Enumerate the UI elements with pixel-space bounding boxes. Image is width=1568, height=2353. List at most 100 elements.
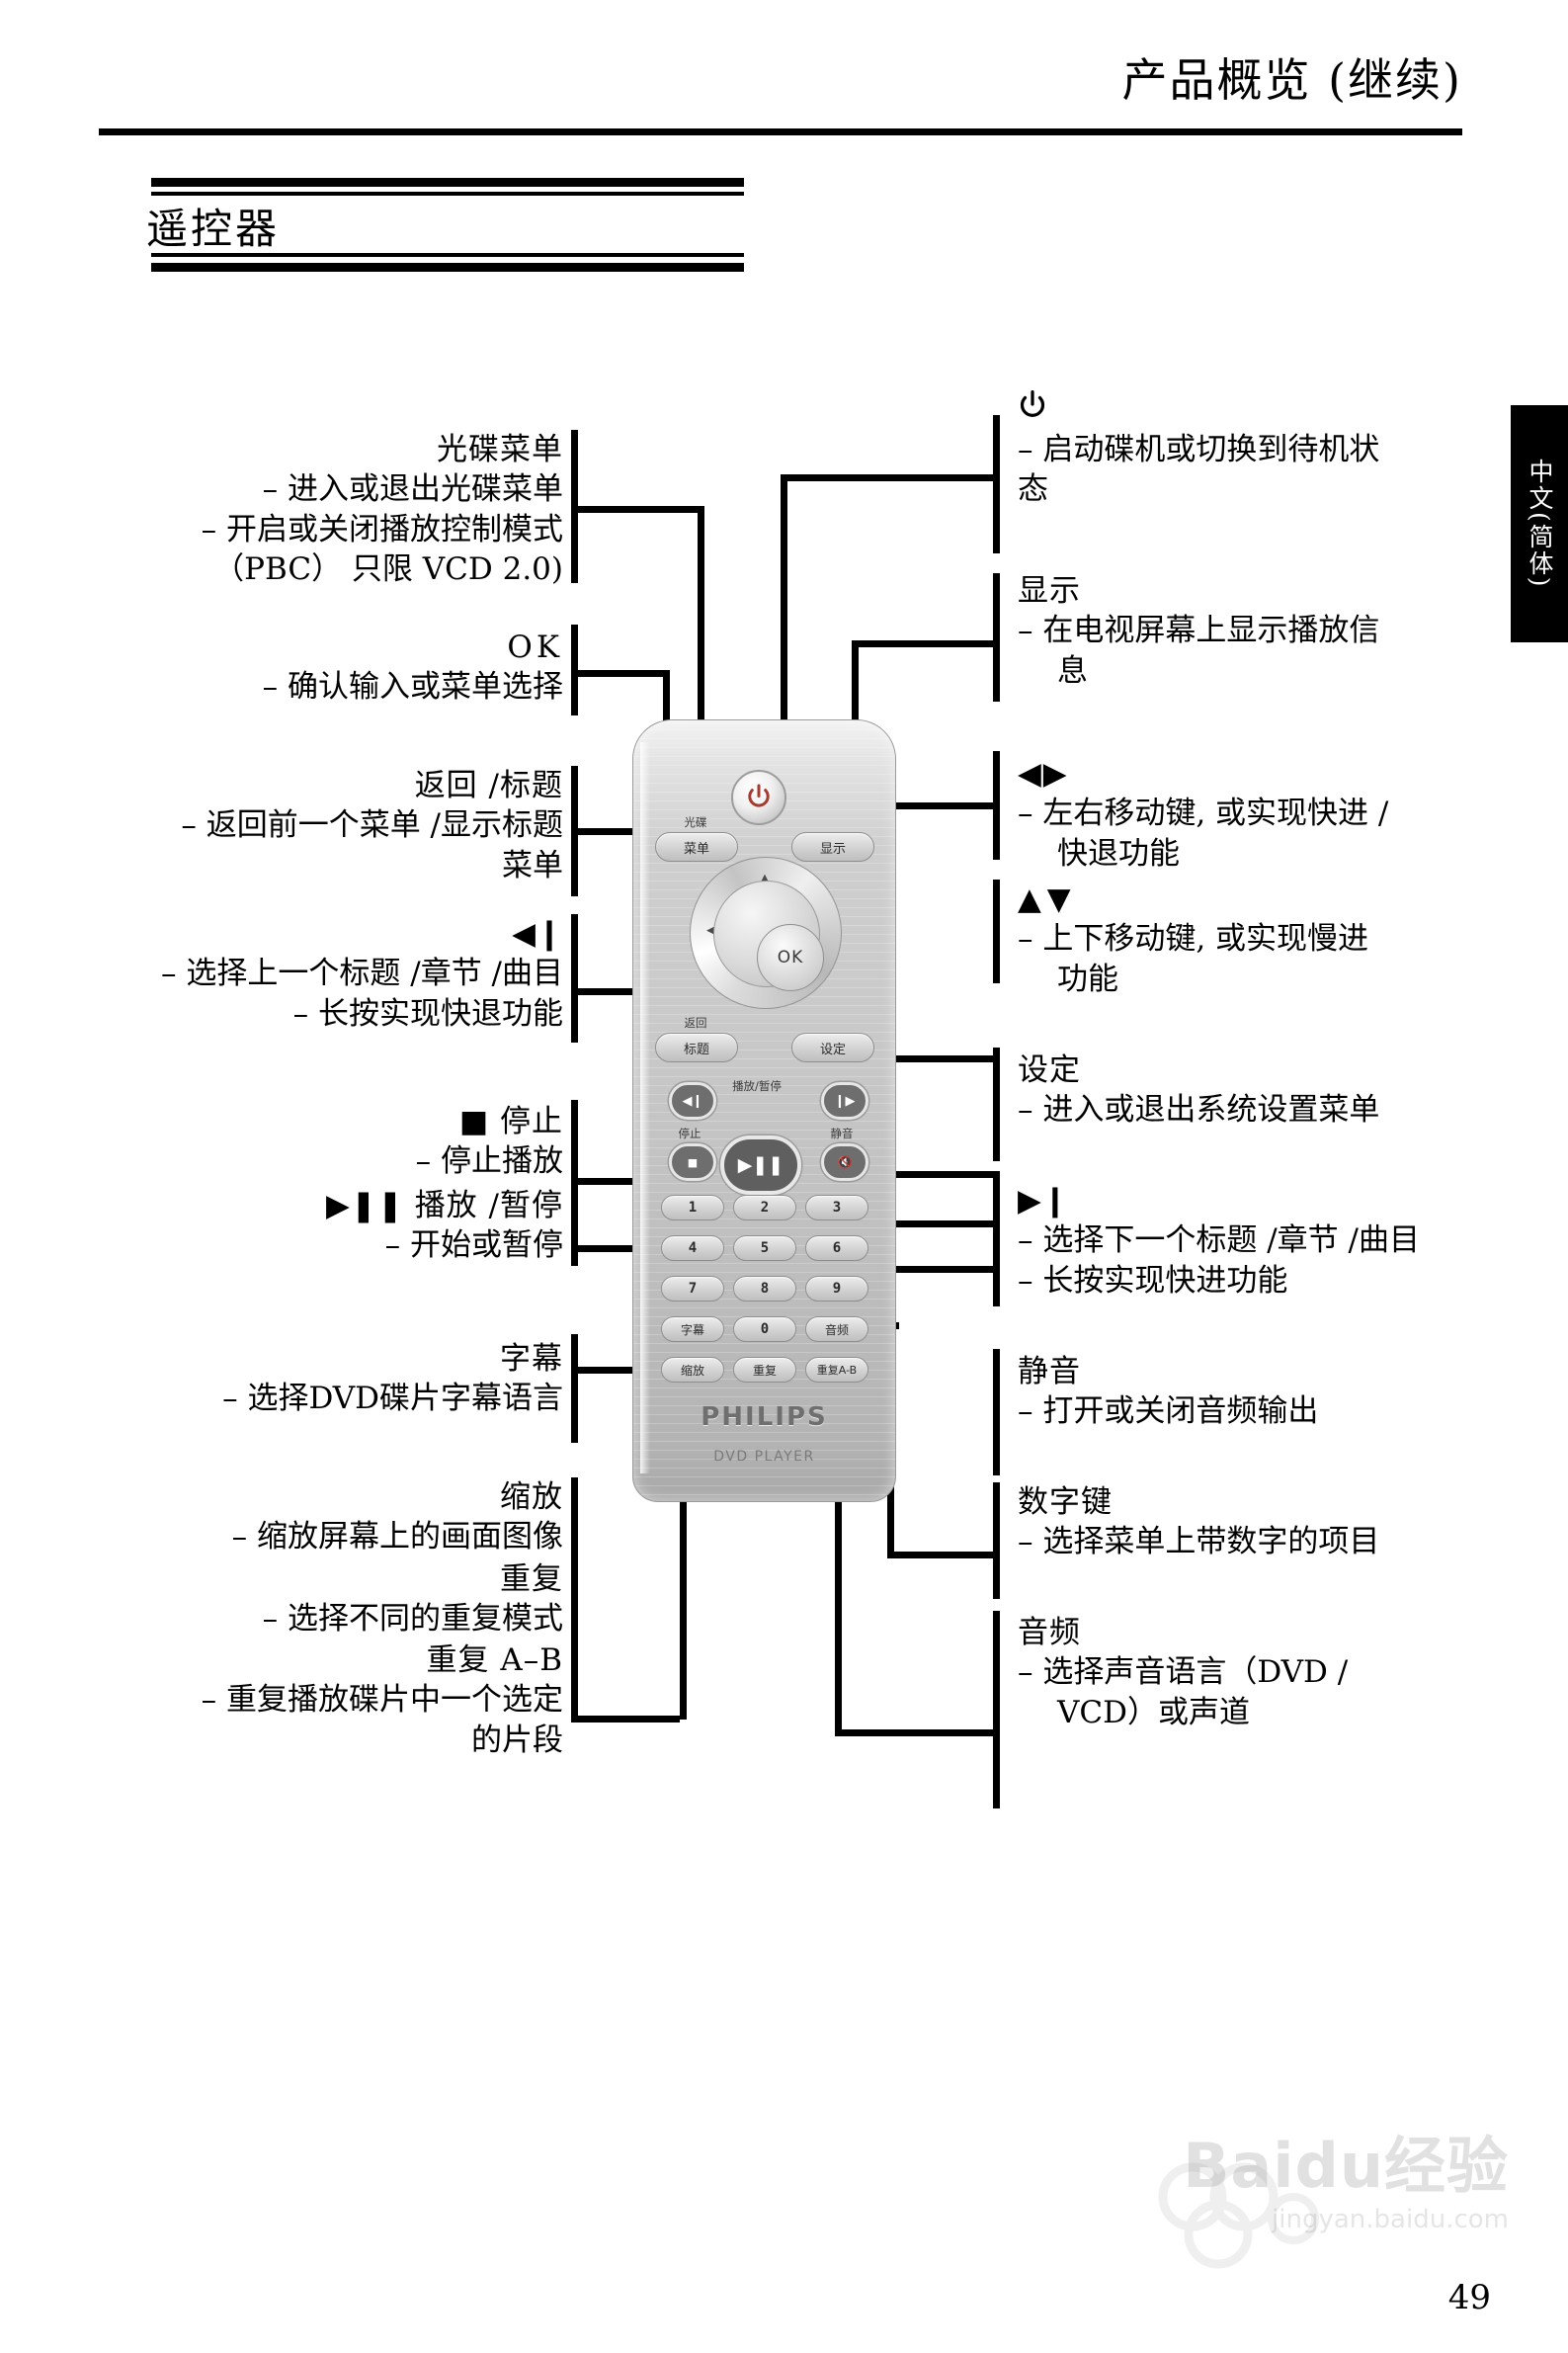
remote-power-button[interactable] bbox=[731, 770, 786, 825]
remote-repeat-button[interactable]: 重复 bbox=[733, 1357, 796, 1383]
leader-mute-vertical bbox=[993, 1349, 1000, 1475]
leader-return-horizontal bbox=[571, 828, 660, 835]
remote-number-7[interactable]: 7 bbox=[661, 1276, 724, 1302]
callout-display-line-2: 息 bbox=[1057, 652, 1088, 689]
callout-disc-menu-heading: 光碟菜单 bbox=[437, 432, 563, 467]
previous-track-icon: ◀❙ bbox=[512, 916, 563, 952]
callout-setup-heading: 设定 bbox=[1018, 1052, 1081, 1088]
leader-subtitle-vertical bbox=[571, 1334, 578, 1443]
leader-display-horizontal bbox=[852, 640, 1000, 647]
callout-previous: ◀❙ – 选择上一个标题 /章节 /曲目 – 长按实现快退功能 bbox=[99, 914, 563, 1034]
callout-play-pause: ▶❚❚ 播放 /暂停 – 开始或暂停 bbox=[99, 1186, 563, 1266]
language-side-tab: 中文(简体) bbox=[1511, 405, 1568, 642]
callout-audio-heading: 音频 bbox=[1018, 1615, 1081, 1650]
header-divider bbox=[99, 128, 1462, 135]
leader-display-vertical bbox=[993, 573, 1000, 702]
remote-stop-button[interactable]: ■ bbox=[669, 1143, 716, 1181]
leader-previous-vertical bbox=[571, 914, 578, 1043]
remote-number-2[interactable]: 2 bbox=[733, 1195, 796, 1220]
callout-mute: 静音 – 打开或关闭音频输出 bbox=[1018, 1352, 1452, 1432]
remote-display-button[interactable]: 显示 bbox=[791, 832, 874, 862]
remote-arrow-up-icon[interactable]: ▲ bbox=[760, 872, 770, 886]
remote-number-8[interactable]: 8 bbox=[733, 1276, 796, 1302]
leader-previous-horizontal bbox=[571, 988, 640, 995]
callout-previous-line-2: – 长按实现快退功能 bbox=[292, 995, 563, 1032]
leader-zoom-button-drop bbox=[680, 1443, 687, 1720]
callout-zoom-heading: 缩放 bbox=[500, 1479, 563, 1515]
callout-standby: – 启动碟机或切换到待机状 态 bbox=[1018, 389, 1452, 510]
leader-standby-drop bbox=[781, 474, 787, 781]
remote-number-3[interactable]: 3 bbox=[805, 1195, 868, 1220]
callout-repeat-ab: 重复 A–B – 重复播放碟片中一个选定 的片段 bbox=[99, 1640, 563, 1760]
remote-zoom-button[interactable]: 缩放 bbox=[661, 1357, 724, 1383]
callout-return-title-heading: 返回 /标题 bbox=[414, 768, 563, 803]
remote-disc-menu-button[interactable]: 菜单 bbox=[655, 832, 738, 862]
remote-setup-button[interactable]: 设定 bbox=[791, 1033, 874, 1062]
callout-mute-line-1: – 打开或关闭音频输出 bbox=[1018, 1393, 1319, 1430]
remote-navigation-ring[interactable]: ▲ ▼ ◀ ▶ OK bbox=[690, 857, 842, 1009]
callout-repeat: 重复 – 选择不同的重复模式 bbox=[99, 1559, 563, 1639]
remote-number-5[interactable]: 5 bbox=[733, 1235, 796, 1261]
leader-numeric-vertical bbox=[993, 1482, 1000, 1599]
leader-audio-drop bbox=[835, 1322, 842, 1735]
remote-next-button[interactable]: ❙▶ bbox=[821, 1082, 868, 1120]
leader-disc-menu-horizontal bbox=[571, 506, 704, 513]
remote-return-label: 返回 bbox=[684, 1016, 707, 1030]
remote-number-6[interactable]: 6 bbox=[805, 1235, 868, 1261]
callout-return-title-line-2: 菜单 bbox=[502, 847, 563, 883]
callout-standby-line-2: 态 bbox=[1018, 471, 1048, 508]
remote-title-button[interactable]: 标题 bbox=[655, 1033, 738, 1062]
callout-play-pause-label: 播放 /暂停 bbox=[414, 1188, 563, 1223]
callout-stop-heading: ■ 停止 bbox=[99, 1102, 563, 1141]
callout-up-down-line-1: – 上下移动键, 或实现慢进 bbox=[1018, 921, 1369, 958]
callout-next-line-2: – 长按实现快进功能 bbox=[1018, 1262, 1288, 1299]
page-title: 产品概览 (继续) bbox=[1121, 53, 1462, 107]
leader-mute-horizontal bbox=[887, 1220, 1000, 1227]
section-rule-top-thick bbox=[151, 178, 744, 187]
power-standby-icon bbox=[1018, 389, 1452, 430]
remote-play-pause-label: 播放/暂停 bbox=[732, 1079, 782, 1093]
remote-model-label: DVD PLAYER bbox=[713, 1449, 815, 1465]
remote-arrow-left-icon[interactable]: ◀ bbox=[706, 923, 716, 938]
leader-audio-vertical bbox=[993, 1611, 1000, 1808]
remote-ok-button[interactable]: OK bbox=[757, 924, 824, 991]
callout-setup: 设定 – 进入或退出系统设置菜单 bbox=[1018, 1050, 1452, 1131]
callout-up-down: ▲ ▼ – 上下移动键, 或实现慢进 功能 bbox=[1018, 880, 1452, 999]
callout-audio: 音频 – 选择声音语言（DVD / VCD）或声道 bbox=[1018, 1613, 1452, 1732]
callout-audio-line-2: VCD）或声道 bbox=[1057, 1694, 1250, 1730]
remote-subtitle-button[interactable]: 字幕 bbox=[661, 1316, 724, 1342]
remote-number-0[interactable]: 0 bbox=[733, 1316, 796, 1342]
remote-previous-button[interactable]: ◀❙ bbox=[669, 1082, 716, 1120]
callout-ok: OK – 确认输入或菜单选择 bbox=[99, 628, 563, 708]
leader-numeric-horizontal bbox=[887, 1552, 1000, 1558]
callout-disc-menu: 光碟菜单 – 进入或退出光碟菜单 – 开启或关闭播放控制模式 （PBC） 只限 … bbox=[99, 430, 563, 589]
leader-up-down-vertical bbox=[993, 880, 1000, 983]
page-number: 49 bbox=[1447, 2278, 1491, 2317]
remote-mute-button[interactable]: 🔇 bbox=[821, 1143, 868, 1181]
leader-audio-horizontal bbox=[835, 1729, 1000, 1736]
remote-number-9[interactable]: 9 bbox=[805, 1276, 868, 1302]
callout-numeric-keys-heading: 数字键 bbox=[1018, 1484, 1113, 1520]
section-rule-top-thin bbox=[151, 192, 744, 196]
callout-left-right-line-2: 快退功能 bbox=[1057, 835, 1180, 872]
callout-disc-menu-line-2: – 开启或关闭播放控制模式 bbox=[201, 511, 563, 547]
remote-play-pause-button[interactable]: ▶❚❚ bbox=[720, 1135, 801, 1195]
callout-up-down-line-2: 功能 bbox=[1057, 961, 1118, 997]
callout-subtitle: 字幕 – 选择DVD碟片字幕语言 bbox=[99, 1339, 563, 1419]
next-track-icon: ▶❙ bbox=[1018, 1183, 1069, 1219]
callout-return-title: 返回 /标题 – 返回前一个菜单 /显示标题 菜单 bbox=[99, 766, 563, 885]
remote-repeat-ab-button[interactable]: 重复A-B bbox=[805, 1357, 868, 1383]
remote-number-1[interactable]: 1 bbox=[661, 1195, 724, 1220]
watermark-rings-icon bbox=[1158, 2162, 1319, 2269]
leader-standby-horizontal bbox=[781, 474, 1000, 481]
leader-disc-menu-drop bbox=[698, 506, 704, 765]
callout-repeat-heading: 重复 bbox=[500, 1561, 563, 1597]
remote-number-4[interactable]: 4 bbox=[661, 1235, 724, 1261]
callout-display-line-1: – 在电视屏幕上显示播放信 bbox=[1018, 613, 1380, 649]
leader-next-long-horizontal bbox=[887, 1266, 1000, 1273]
callout-ok-heading: OK bbox=[507, 630, 563, 665]
remote-audio-button[interactable]: 音频 bbox=[805, 1316, 868, 1342]
leader-setup-horizontal bbox=[887, 1055, 1000, 1062]
leader-next-vertical bbox=[993, 1178, 1000, 1306]
remote-navigation-inner: OK bbox=[713, 881, 824, 991]
